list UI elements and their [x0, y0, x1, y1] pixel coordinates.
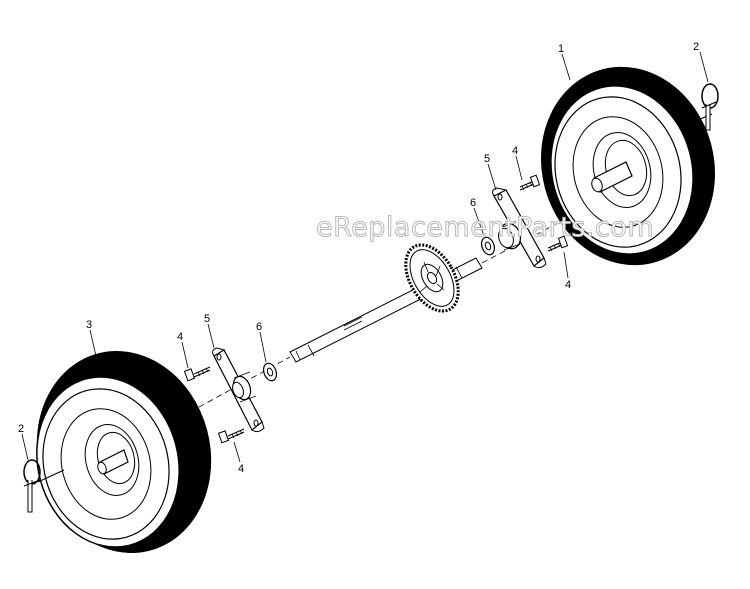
callout-5-left: 5: [204, 313, 210, 325]
callout-2-top: 2: [693, 41, 699, 53]
bolt-lower-left: [217, 428, 245, 444]
callout-4-lower-left: 4: [238, 463, 244, 475]
bolt-upper-right: [519, 174, 541, 191]
callout-6-left: 6: [256, 321, 262, 333]
watermark-text: eReplacementParts.com: [316, 212, 654, 243]
callout-3: 3: [86, 319, 92, 331]
hitch-pin-left: [23, 459, 41, 513]
washer-right: [480, 236, 496, 256]
wheel-right: [540, 66, 716, 266]
washer-left: [262, 362, 278, 382]
drive-gear: [404, 243, 460, 313]
bearing-plate-left: [212, 347, 265, 433]
bearing-plate-right: [492, 187, 547, 269]
callout-labels: 1 2 2 3 4 4 4 4 5 5 6 6: [18, 41, 699, 475]
callout-4-lower-right: 4: [565, 279, 571, 291]
callout-1: 1: [558, 43, 564, 55]
callout-4-upper-left: 4: [177, 331, 183, 343]
callout-2-bottom: 2: [18, 423, 24, 435]
leader-lines: [21, 51, 709, 463]
callout-6-right: 6: [470, 197, 476, 209]
wheel-left: [36, 350, 212, 554]
callout-5-right: 5: [484, 153, 490, 165]
bolt-upper-left: [183, 366, 211, 382]
hitch-pin-right: [701, 83, 719, 131]
bolt-lower-right: [547, 235, 569, 252]
callout-4-upper-right: 4: [512, 145, 518, 157]
